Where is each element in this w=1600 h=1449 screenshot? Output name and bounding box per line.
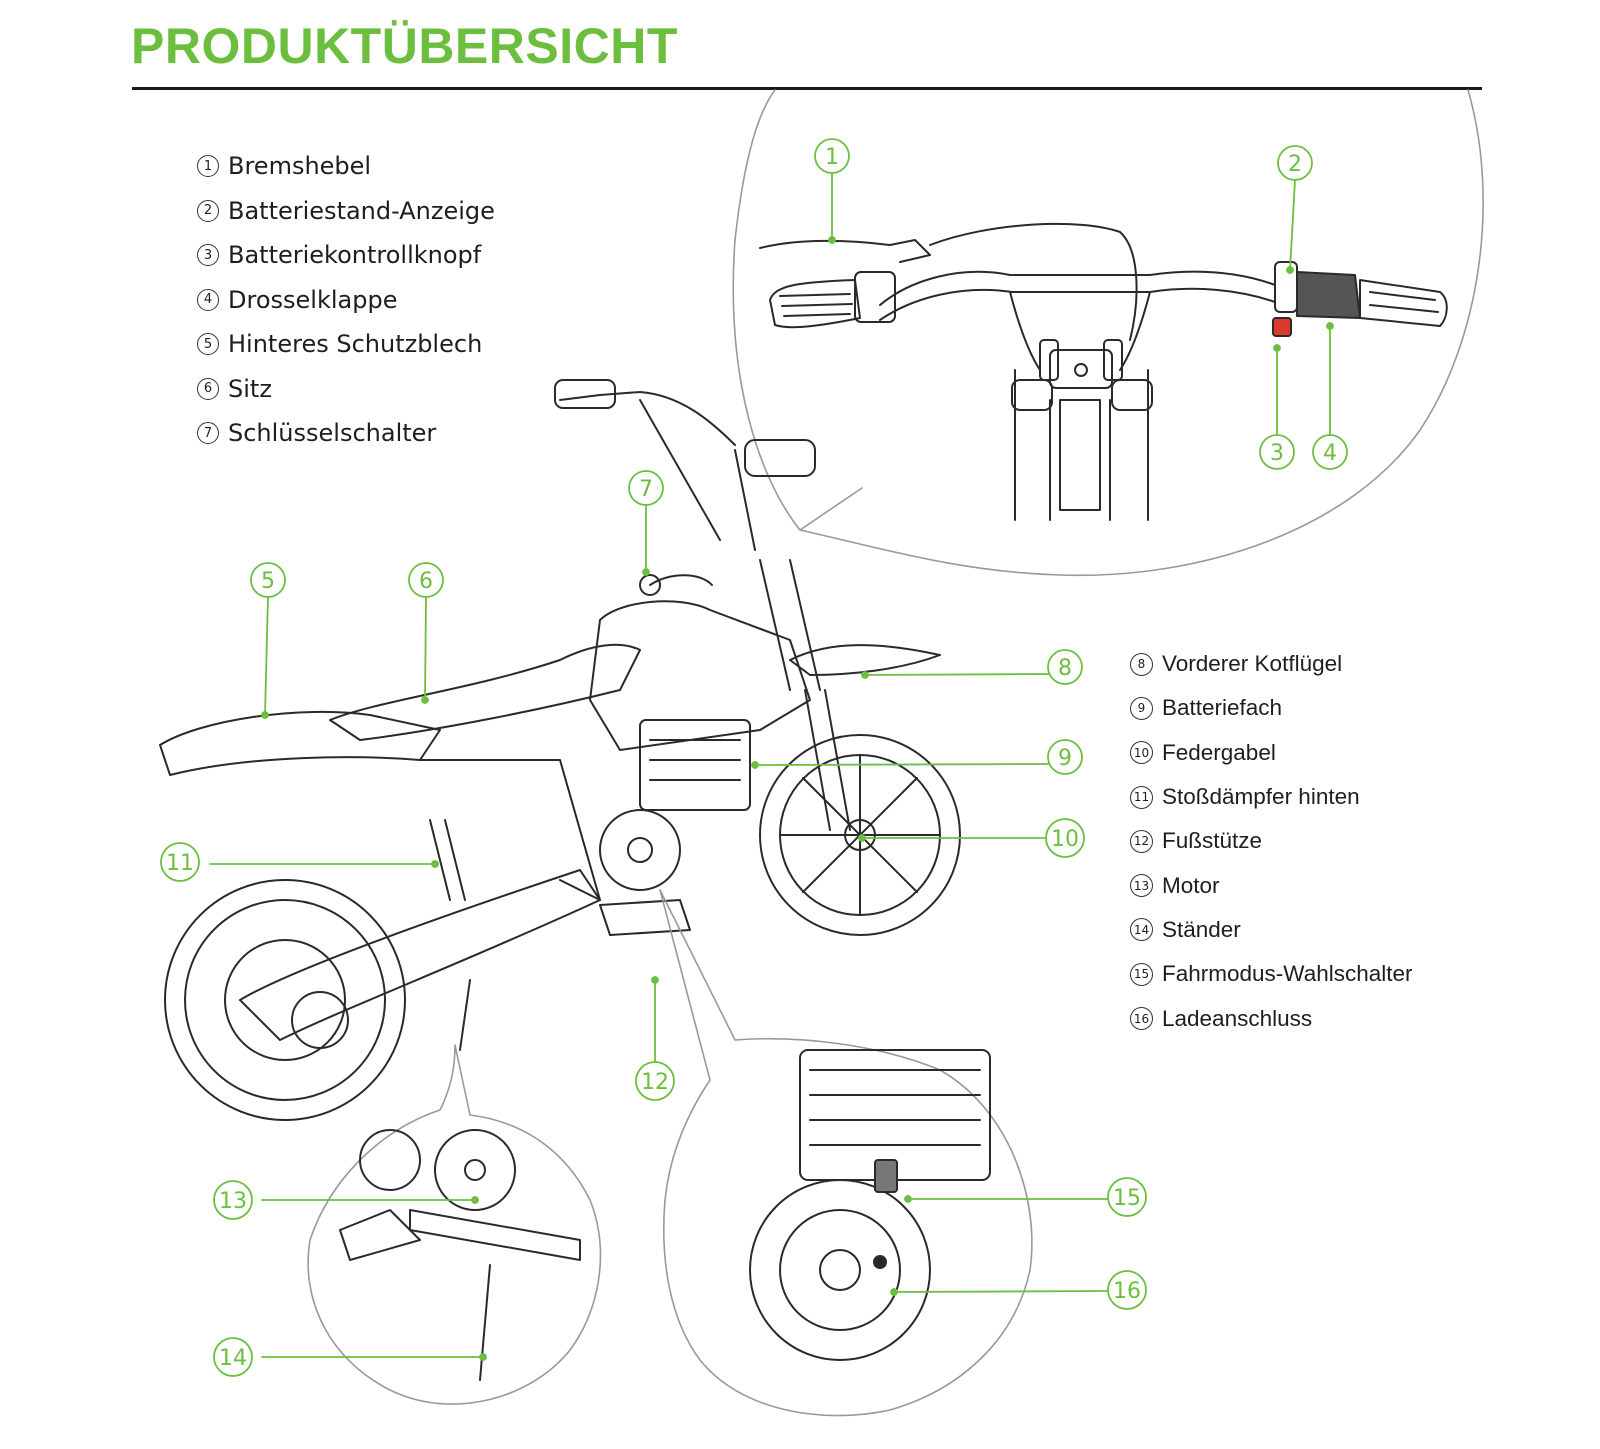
legend-label: Fußstütze [1162,828,1263,854]
legend-item: 1 Bremshebel [197,144,495,189]
callout-8: 8 [861,649,1083,685]
legend-item: 11 Stoßdämpfer hinten [1130,775,1413,819]
legend-label: Motor [1162,872,1220,898]
svg-text:9: 9 [1058,746,1072,771]
legend-number: 7 [197,422,219,445]
callout-12: 12 [635,976,675,1101]
page-title: PRODUKTÜBERSICHT [131,18,678,74]
legend-number: 4 [197,288,219,311]
legend-number: 5 [197,333,219,356]
svg-text:4: 4 [1323,441,1337,466]
svg-text:13: 13 [219,1189,247,1214]
legend-item: 15 Fahrmodus-Wahlschalter [1130,952,1413,996]
legend-label: Fahrmodus-Wahlschalter [1162,961,1413,987]
svg-text:11: 11 [166,851,194,876]
legend-label: Batteriekontrollknopf [228,241,482,270]
callout-13: 13 [213,1180,479,1220]
callout-2: 2 [1277,145,1313,274]
legend-label: Federgabel [1162,739,1276,765]
legend-item: 10 Federgabel [1130,731,1413,775]
legend-label: Sitz [228,374,272,403]
title-divider [132,87,1482,90]
legend-number: 6 [197,377,219,400]
legend-label: Ladeanschluss [1162,1005,1313,1031]
legend-number: 11 [1130,785,1153,809]
legend-number: 16 [1130,1007,1153,1031]
legend-right: 8 Vorderer Kotflügel 9 Batteriefach 10 Fede… [1130,642,1413,1041]
legend-label: Ständer [1162,916,1241,942]
legend-label: Stoßdämpfer hinten [1162,784,1360,810]
callout-11: 11 [160,842,439,882]
legend-item: 14 Ständer [1130,908,1413,952]
legend-item: 5 Hinteres Schutzblech [197,322,495,367]
svg-text:7: 7 [639,477,653,502]
svg-text:2: 2 [1288,152,1302,177]
svg-text:8: 8 [1058,656,1072,681]
callout-1: 1 [814,138,850,244]
legend-label: Drosselklappe [228,285,398,314]
legend-item: 3 Batteriekontrollknopf [197,233,495,278]
legend-number: 12 [1130,829,1153,853]
callout-4: 4 [1312,322,1348,470]
legend-label: Hinteres Schutzblech [228,330,483,359]
handlebar-zoom-bubble [732,89,1484,577]
callout-15: 15 [904,1177,1147,1217]
legend-item: 12 Fußstütze [1130,819,1413,863]
legend-number: 1 [197,155,219,178]
callout-5: 5 [250,562,286,719]
legend-number: 3 [197,244,219,267]
callout-6: 6 [408,562,444,704]
legend-item: 9 Batteriefach [1130,686,1413,730]
legend-number: 2 [197,199,219,222]
legend-number: 8 [1130,652,1153,676]
legend-label: Batteriefach [1162,695,1283,721]
svg-text:3: 3 [1270,441,1284,466]
legend-label: Vorderer Kotflügel [1162,651,1343,677]
callout-9: 9 [751,739,1083,775]
legend-number: 15 [1130,962,1153,986]
svg-text:12: 12 [641,1070,669,1095]
legend-number: 10 [1130,741,1153,765]
callouts: 1 2 3 4 5 6 7 [160,138,1348,1377]
motorbike-main [159,379,961,1121]
legend-left: 1 Bremshebel 2 Batteriestand-Anzeige 3 Batt… [197,144,495,456]
legend-number: 9 [1130,696,1153,720]
legend-item: 2 Batteriestand-Anzeige [197,189,495,234]
svg-text:10: 10 [1051,827,1079,852]
svg-text:6: 6 [419,569,433,594]
legend-item: 4 Drosselklappe [197,278,495,323]
svg-text:5: 5 [261,569,275,594]
legend-number: 13 [1130,874,1153,898]
callout-10: 10 [858,818,1085,858]
legend-label: Schlüsselschalter [228,419,437,448]
callout-14: 14 [213,1337,487,1377]
legend-number: 14 [1130,918,1153,942]
svg-text:14: 14 [219,1346,247,1371]
callout-7: 7 [628,470,664,576]
callout-16: 16 [890,1270,1147,1310]
legend-item: 6 Sitz [197,367,495,412]
port-zoom-bubble [659,889,1033,1417]
stand-zoom-bubble [307,1044,602,1405]
legend-label: Batteriestand-Anzeige [228,196,495,225]
legend-item: 13 Motor [1130,863,1413,907]
legend-item: 7 Schlüsselschalter [197,411,495,456]
legend-item: 16 Ladeanschluss [1130,996,1413,1040]
svg-text:1: 1 [825,145,839,170]
svg-text:16: 16 [1113,1279,1141,1304]
legend-label: Bremshebel [228,152,372,181]
callout-3: 3 [1259,344,1295,470]
legend-item: 8 Vorderer Kotflügel [1130,642,1413,686]
svg-text:15: 15 [1113,1186,1141,1211]
